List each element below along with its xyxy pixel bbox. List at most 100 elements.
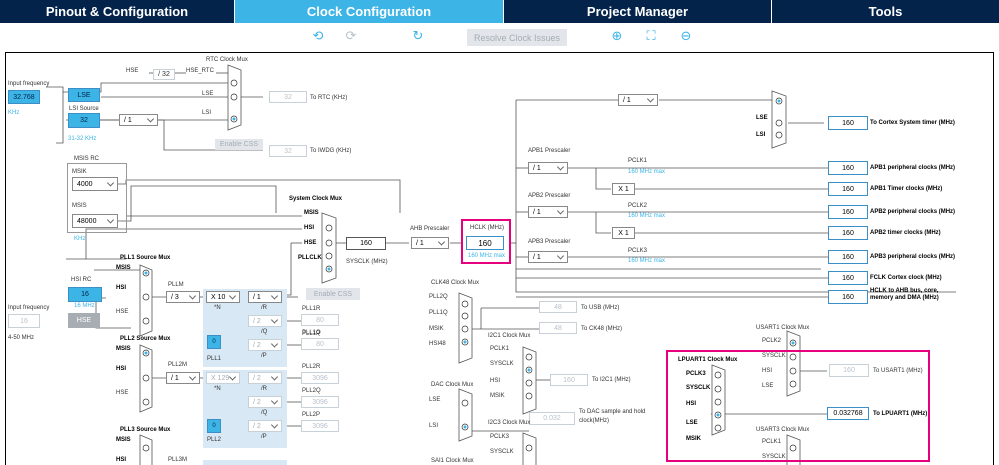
pll1-source-mux-title: PLL1 Source Mux [120,255,171,261]
hsi-rc-value[interactable]: 16 [68,287,102,302]
apb2-periph-value[interactable]: 160 [828,205,868,219]
i2c1-pclk1: PCLK1 [490,346,510,352]
lsi-source-value[interactable]: 32 [68,113,100,128]
usart1-mux-title: USART1 Clock Mux [756,325,810,331]
ahb-prescaler-select[interactable]: / 1 [411,237,449,249]
to-dac: To DAC sample and hold clock(MHz) [579,409,646,424]
resolve-clock-issues-button[interactable]: Resolve Clock Issues [467,29,567,46]
pll1p-output[interactable]: 80 [301,338,339,350]
i2c1-output[interactable]: 160 [550,374,588,386]
cortex-lse: LSE [756,115,768,121]
msis-rc-group [67,163,127,233]
pll2-frac[interactable]: 0 [207,419,221,433]
tab-tools[interactable]: Tools [868,4,903,19]
cortex-div-select[interactable]: / 1 [618,94,658,106]
usart1-lse: LSE [762,383,774,389]
sys-enable-css-button[interactable]: Enable CSS [306,288,360,300]
clock-wires [46,64,956,465]
lpuart1-output[interactable]: 0.032768 [827,407,869,420]
apb1-timer-mult[interactable]: X 1 [612,183,635,195]
lse-unit: KHz [8,110,20,116]
to-ck48: To CK48 (MHz) [581,326,623,332]
rtc-lse-label: LSE [202,91,214,97]
lpuart1-lse: LSE [686,420,698,426]
pll2r-output[interactable]: 3096 [301,372,339,384]
apb2-timer-value[interactable]: 160 [828,226,868,240]
apb1-prescaler-select[interactable]: / 1 [528,162,568,174]
pll2p-output[interactable]: 3096 [301,420,339,432]
zoom-in-icon[interactable]: ⊕ [611,29,623,44]
tab-project-manager[interactable]: Project Manager [504,0,772,23]
apb2-periph-to: APB2 peripheral clocks (MHz) [870,209,956,215]
fclk-value[interactable]: 160 [828,271,868,285]
lsi-unit: 31-32 KHz [68,136,97,142]
pll2-q-select[interactable]: / 2 [248,396,282,408]
msik-select[interactable]: 4000 [72,177,118,191]
tab-pinout-configuration[interactable]: Pinout & Configuration [0,0,235,23]
tab-clock-configuration[interactable]: Clock Configuration [235,0,504,23]
hclk-value[interactable]: 160 [466,236,504,250]
zoom-out-icon[interactable]: ⊖ [680,29,692,44]
clk48-pll2q: PLL2Q [429,294,448,300]
hclk-max: 160 MHz max [468,253,506,259]
cortex-value[interactable]: 160 [828,116,868,130]
redo-icon[interactable]: ⟳ [345,29,357,44]
fit-icon[interactable]: ⛶ [646,29,656,44]
pll1-p-select[interactable]: / 2 [248,339,282,351]
apb1-timer-to: APB1 Timer clocks (MHz) [870,186,943,192]
msis-label: MSIS [72,203,87,209]
pll2-p-select[interactable]: / 2 [248,420,282,432]
pll2q-output[interactable]: 3096 [301,396,339,408]
hse-block[interactable]: HSE [68,313,100,328]
apb3-periph-value[interactable]: 160 [828,250,868,264]
pll1-frac[interactable]: 0 [207,335,221,349]
apb1-timer-value[interactable]: 160 [828,182,868,196]
apb2-timer-mult[interactable]: X 1 [612,227,635,239]
apb2-prescaler-select[interactable]: / 1 [528,206,568,218]
lpuart1-pclk3: PCLK3 [686,371,706,377]
ck48-output[interactable]: 48 [539,322,577,334]
msis-select[interactable]: 48000 [72,214,118,228]
sysclk-value[interactable]: 160 [346,237,386,250]
undo-icon[interactable]: ⟲ [312,29,324,44]
pll2m-select[interactable]: / 1 [166,372,200,384]
pll2-n-select[interactable]: X 129 [206,372,240,384]
lse-input-frequency[interactable]: 32.768 [8,90,40,104]
pll1q-label: PLL1Q [302,330,321,336]
hse-input-frequency[interactable]: 16 [8,314,40,328]
pll1-q-select[interactable]: / 2 [248,315,282,327]
rtc-clock-mux-title: RTC Clock Mux [206,57,248,63]
refresh-icon[interactable]: ↻ [412,29,424,44]
lse-block[interactable]: LSE [68,88,100,102]
pll1q-output[interactable]: 80 [301,314,339,326]
pll3-source-mux-title: PLL3 Source Mux [120,427,171,433]
usb-output[interactable]: 48 [539,301,577,313]
pll1-name: PLL1 [207,356,222,362]
lsi-div-select[interactable]: / 1 [119,114,158,126]
hse-rtc-label: HSE_RTC [186,68,214,74]
pll1-n-select[interactable]: X 10 [206,291,240,303]
pll1-r-select[interactable]: / 1 [248,291,282,303]
lpuart1-mux-title: LPUART1 Clock Mux [678,357,738,363]
clk48-hsi48: HSI48 [429,341,446,347]
pll1-hsi: HSI [116,285,127,291]
pll1-p-label: /P [261,353,267,359]
apb3-prescaler-select[interactable]: / 1 [528,251,568,263]
apb2-timer-to: APB2 timer clocks (MHz) [870,230,941,236]
rtc-enable-css-button[interactable]: Enable CSS [215,139,263,150]
rtc-output[interactable]: 32 [269,91,307,103]
pllm-select[interactable]: / 3 [166,291,200,303]
iwdg-output[interactable]: 32 [269,145,307,157]
pll2-r-select[interactable]: / 2 [248,372,282,384]
apb1-periph-value[interactable]: 160 [828,161,868,175]
usart1-output[interactable]: 160 [829,364,869,377]
cortex-lsi: LSI [756,132,766,138]
dac-mux-title: DAC Clock Mux [431,382,474,388]
i2c1-mux-title: I2C1 Clock Mux [488,333,531,339]
pllm-label: PLLM [168,282,184,288]
hclk-bus-value[interactable]: 160 [828,290,868,304]
dac-output[interactable]: 0.032 [529,412,575,425]
pll2r-label: PLL2R [302,364,321,370]
rtc-hse-div[interactable]: / 32 [153,69,175,80]
pll2-p-label: /P [261,434,267,440]
